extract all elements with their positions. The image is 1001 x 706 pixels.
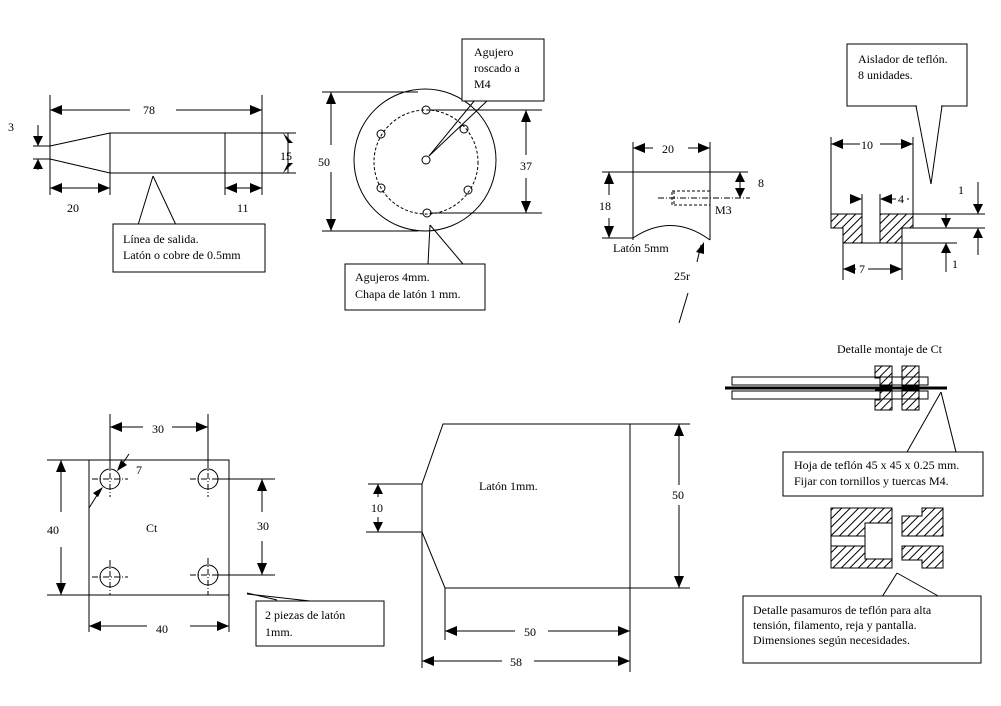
- mount-hole: [190, 558, 226, 595]
- dim-7-hole: 7: [136, 463, 142, 477]
- ct-plate-note-line1: 2 piezas de latón: [265, 608, 345, 622]
- output-line-note: [112, 223, 266, 273]
- insulator-note-line1: Aislador de teflón.: [858, 52, 948, 66]
- mounting-note-line1: Hoja de teflón 45 x 45 x 0.25 mm.: [794, 458, 959, 472]
- dim-50-disc: 50: [318, 155, 330, 169]
- feedthrough-detail-drawing: Detalle pasamuros de teflón para alta te…: [742, 507, 982, 664]
- output-line-note-line1: Línea de salida.: [123, 232, 199, 246]
- dim-30-vertical: 30: [257, 519, 269, 533]
- disc-bottom-callout-line2: Chapa de latón 1 mm.: [355, 287, 461, 301]
- clamp-drawing: 20 18 8 M3 Latón 5mm 25r: [599, 142, 764, 324]
- thread-m3: M3: [715, 203, 732, 217]
- dim-18: 18: [599, 199, 611, 213]
- ct-label: Ct: [146, 521, 158, 535]
- dim-4: 4: [898, 192, 904, 206]
- dim-11: 11: [237, 201, 249, 215]
- disc-drawing: 50 37 Agujero roscado a M4 Agujeros 4mm.…: [318, 38, 545, 311]
- output-line-drawing: 78 3 15 20 11 Línea de salida. Latón o c…: [8, 95, 296, 273]
- output-line-note-line2: Latón o cobre de 0.5mm: [123, 248, 241, 262]
- feedthrough-note-line1: Detalle pasamuros de teflón para alta: [753, 603, 932, 617]
- insulator-drawing: Aislador de teflón. 8 unidades. 10 4 1: [830, 43, 985, 280]
- disc-top-callout-line1: Agujero: [474, 45, 513, 59]
- dim-3: 3: [8, 120, 14, 134]
- dim-30-horizontal: 30: [152, 422, 164, 436]
- dim-37: 37: [520, 159, 532, 173]
- dim-10-insulator: 10: [861, 138, 873, 152]
- dim-10-plate: 10: [371, 501, 383, 515]
- dim-8: 8: [758, 176, 764, 190]
- dim-1-top: 1: [958, 183, 964, 197]
- plate-label: Latón 1mm.: [479, 479, 538, 493]
- dim-20-clamp: 20: [662, 142, 674, 156]
- dim-1-bottom: 1: [952, 257, 958, 271]
- dim-7-insulator: 7: [859, 262, 865, 276]
- feedthrough-note-line2: tensión, filamento, reja y pantalla.: [753, 618, 917, 632]
- clamp-material: Latón 5mm: [613, 241, 669, 255]
- dim-50-vertical: 50: [672, 488, 684, 502]
- dim-40-vertical: 40: [47, 523, 59, 537]
- radius-25r: 25r: [674, 269, 690, 283]
- insulator-note-line2: 8 unidades.: [858, 68, 913, 82]
- dim-15: 15: [280, 149, 292, 163]
- mounting-note-line2: Fijar con tornillos y tuercas M4.: [794, 474, 949, 488]
- brass-plate-drawing: Latón 1mm. 10 50 50 58: [366, 423, 690, 672]
- disc-bottom-callout: [344, 263, 486, 311]
- disc-bottom-callout-line1: Agujeros 4mm.: [355, 270, 430, 284]
- insulator-note: [846, 43, 968, 107]
- ct-plate-note-line2: 1mm.: [265, 625, 293, 639]
- dim-40-horizontal: 40: [156, 622, 168, 636]
- dim-20: 20: [67, 201, 79, 215]
- mount-hole: [92, 560, 128, 595]
- ct-plate-drawing: Ct 30 7 40 30 40: [47, 414, 385, 647]
- disc-top-callout: [461, 38, 545, 102]
- mounting-note: [782, 451, 984, 497]
- disc-top-callout-line3: M4: [474, 77, 491, 91]
- mount-hole: [92, 462, 128, 497]
- dim-58: 58: [510, 655, 522, 669]
- dim-50-horizontal: 50: [524, 625, 536, 639]
- feedthrough-note-line3: Dimensiones según necesidades.: [753, 633, 910, 647]
- mounting-title: Detalle montaje de Ct: [837, 342, 943, 356]
- dim-78: 78: [143, 103, 155, 117]
- disc-top-callout-line2: roscado a: [474, 61, 520, 75]
- ct-plate-note: [255, 600, 385, 647]
- mounting-detail-drawing: Detalle montaje de Ct Hoja de teflón 45 …: [725, 342, 984, 497]
- feedthrough-note: [742, 595, 982, 664]
